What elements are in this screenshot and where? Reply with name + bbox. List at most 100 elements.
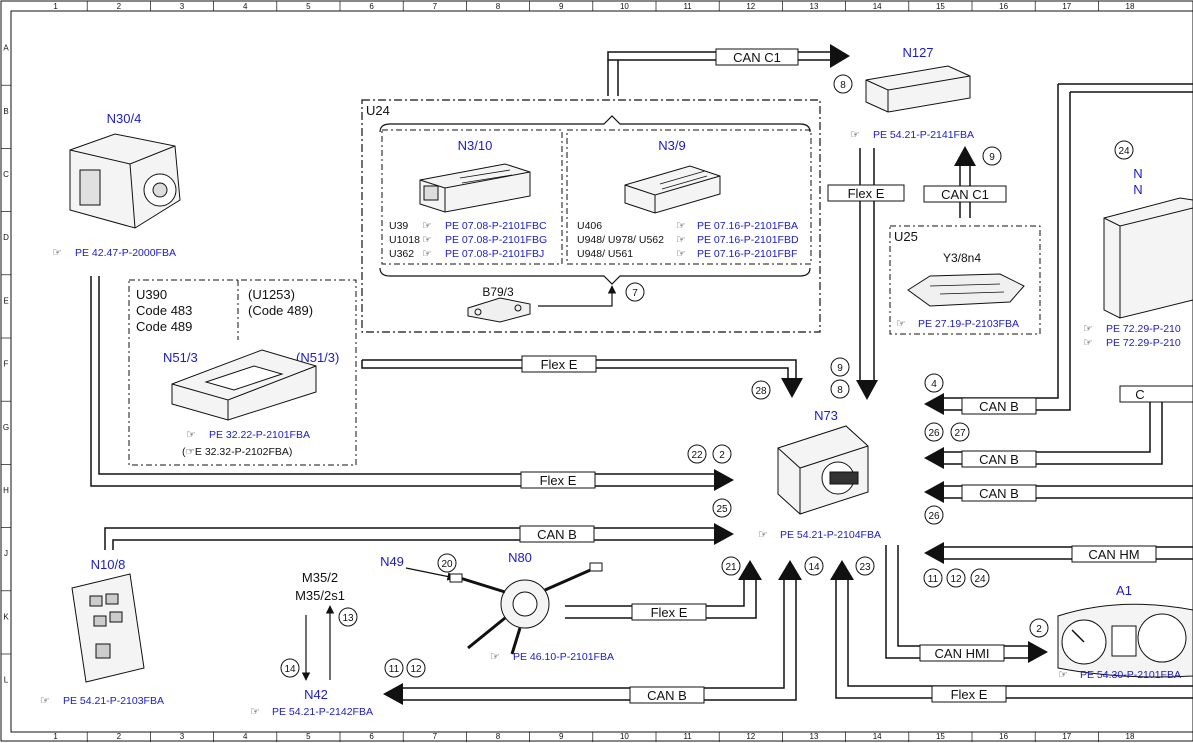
n3-9-ref-2[interactable]: PE 07.16-P-2101FBD (697, 234, 799, 246)
a1-ref[interactable]: PE 54.30-P-2101FBA (1080, 669, 1181, 681)
circle-22: 22 (687, 444, 707, 464)
n80-steering-column-module-image (449, 562, 603, 655)
circle-11b: 11 (384, 658, 404, 678)
grid-col-label: 12 (746, 732, 755, 741)
grid-row-label: K (3, 612, 9, 621)
flex-e-n80-label: Flex E (651, 605, 688, 620)
n3-10-ref-1[interactable]: PE 07.08-P-2101FBC (445, 220, 547, 232)
n30-4-ref[interactable]: PE 42.47-P-2000FBA (75, 247, 176, 259)
ref-icon: ☞ (40, 695, 50, 707)
grid-row-label: G (3, 423, 9, 432)
grid-col-label: 7 (433, 2, 438, 11)
circle-14b: 14 (280, 658, 300, 678)
grid-col-label: 16 (999, 732, 1008, 741)
svg-text:14: 14 (808, 562, 820, 573)
grid-row-label: J (4, 549, 8, 558)
ref-icon: ☞ (250, 706, 260, 718)
n49-pointer-arrow (405, 567, 456, 581)
n73-ref[interactable]: PE 54.21-P-2104FBA (780, 529, 881, 541)
n3-9-ref-3[interactable]: PE 07.16-P-2101FBF (697, 248, 797, 260)
grid-col-label: 2 (117, 732, 122, 741)
n127-module-image (865, 65, 971, 113)
can-b-bottom-line: CAN B (383, 560, 802, 705)
n3-9-label: N3/9 (658, 138, 685, 153)
grid-col-label: 3 (180, 2, 185, 11)
n3-10-ref-2[interactable]: PE 07.08-P-2101FBG (445, 234, 547, 246)
n3-10-code-3: U362 (389, 248, 414, 260)
ref-icon: ☞ (490, 651, 500, 663)
n51-3-ref[interactable]: PE 32.22-P-2101FBA (209, 429, 310, 441)
ref-icon: ☞ (896, 318, 906, 330)
m35-2s1-label: M35/2s1 (295, 588, 345, 603)
n42-label: N42 (304, 687, 328, 702)
grid-col-label: 8 (496, 732, 501, 741)
svg-text:11: 11 (928, 574, 939, 585)
circle-23: 23 (855, 556, 875, 576)
n127-label: N127 (902, 45, 933, 60)
n80-ref[interactable]: PE 46.10-P-2101FBA (513, 651, 614, 663)
ref-icon: ☞ (850, 129, 860, 141)
svg-text:27: 27 (954, 428, 966, 439)
n10-8-ref[interactable]: PE 54.21-P-2103FBA (63, 695, 164, 707)
n-right-ref-2[interactable]: PE 72.29-P-210 (1106, 337, 1181, 349)
ref-icon: ☞ (1083, 337, 1093, 349)
circle-28: 28 (751, 380, 771, 400)
circle-24: 24 (1114, 140, 1134, 160)
grid-row-label: F (4, 360, 9, 369)
n51-3-code-l1: U390 (136, 287, 167, 302)
n3-9-code-2: U948/ U978/ U562 (577, 234, 664, 246)
n80-label: N80 (508, 550, 532, 565)
n51-3-ref-2[interactable]: (☞E 32.32-P-2102FBA) (182, 446, 292, 458)
n51-3-code-r1: (U1253) (248, 287, 295, 302)
n73-label: N73 (814, 408, 838, 423)
grid-col-label: 2 (117, 2, 122, 11)
grid-col-label: 17 (1062, 2, 1071, 11)
n127-ref[interactable]: PE 54.21-P-2141FBA (873, 129, 974, 141)
grid-row-label: B (3, 107, 8, 116)
n3-10-code-1: U39 (389, 220, 408, 232)
grid-col-label: 8 (496, 2, 501, 11)
can-b-row-j-line: CAN B (104, 523, 734, 550)
svg-text:9: 9 (837, 363, 843, 374)
circle-2a: 2 (712, 444, 732, 464)
grid-col-label: 5 (306, 732, 311, 741)
reference-circles: 8 9 24 7 9 8 28 4 26 27 22 2 25 26 21 14… (280, 74, 1134, 678)
grid-col-label: 15 (936, 732, 945, 741)
n3-9-ref-1[interactable]: PE 07.16-P-2101FBA (697, 220, 798, 232)
n42-ref[interactable]: PE 54.21-P-2142FBA (272, 706, 373, 718)
grid-col-label: 4 (243, 2, 248, 11)
ref-icon: ☞ (52, 247, 62, 259)
b79-3-sensor-image (467, 297, 531, 323)
svg-text:26: 26 (928, 428, 940, 439)
circle-26a: 26 (924, 422, 944, 442)
y3-8n4-ref[interactable]: PE 27.19-P-2103FBA (918, 318, 1019, 330)
can-c1-mid-line: CAN C1 (923, 146, 1007, 218)
n-right-ref-1[interactable]: PE 72.29-P-210 (1106, 323, 1181, 335)
flex-e-row-f-label: Flex E (541, 357, 578, 372)
u25-group: U25 Y3/8n4 ☞ PE 27.19-P-2103FBA (889, 225, 1041, 335)
circle-25: 25 (712, 498, 732, 518)
grid-col-label: 7 (433, 732, 438, 741)
can-b-h2-line: CAN B (924, 481, 1193, 503)
n51-3-group: U390 Code 483 Code 489 (U1253) (Code 489… (128, 279, 357, 466)
can-c1-top-line: CAN C1 (607, 44, 850, 96)
n3-9-code-1: U406 (577, 220, 602, 232)
flex-e-bottom-label: Flex E (951, 687, 988, 702)
grid-row-label: H (3, 486, 9, 495)
n51-3-label-alt: (N51/3) (296, 350, 339, 365)
svg-text:12: 12 (410, 664, 422, 675)
ref-icon: ☞ (1058, 669, 1068, 681)
grid-col-label: 1 (53, 732, 58, 741)
svg-text:24: 24 (974, 574, 986, 585)
circle-12b: 12 (406, 658, 426, 678)
grid-row-label: E (3, 296, 8, 305)
n-right-module-image (1103, 197, 1193, 319)
circle-14a: 14 (804, 556, 824, 576)
n3-10-ref-3[interactable]: PE 07.08-P-2101FBJ (445, 248, 544, 260)
circle-11a: 11 (923, 568, 943, 588)
grid-row-label: C (3, 170, 9, 179)
grid-col-label: 17 (1062, 732, 1071, 741)
